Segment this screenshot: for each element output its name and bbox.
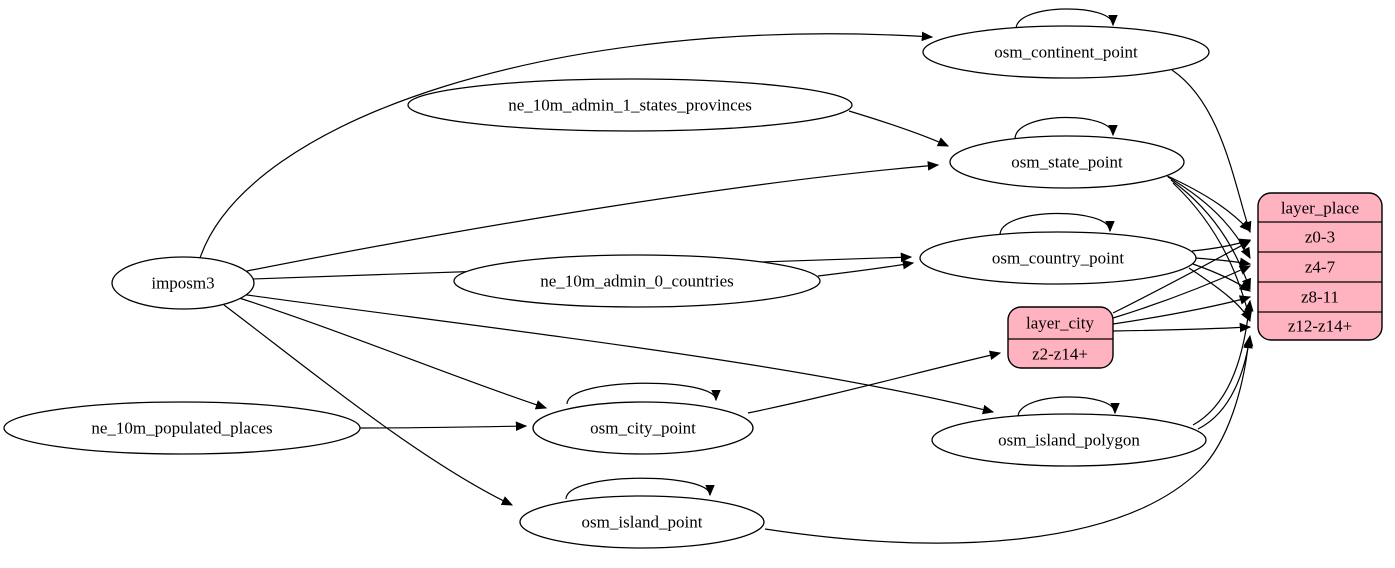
node-osm-state-point: osm_state_point [949, 135, 1185, 189]
osm-country-point-ellipse [919, 231, 1197, 285]
self-loop-osm-state-point [1014, 116, 1118, 140]
edge-imposm3-to-osm-continent-point [199, 31, 934, 259]
layer-place-row-z12-z14: z12-z14+ [1288, 317, 1352, 336]
osm-continent-point-ellipse [922, 25, 1210, 79]
layer-place-title: layer_place [1281, 199, 1359, 218]
layer-place-row-z8-11: z8-11 [1301, 288, 1339, 307]
edge-osm-city-point-to-layer-place-z8-11 [1112, 295, 1252, 325]
node-osm-country-point: osm_country_point [919, 231, 1197, 285]
edges-layer [199, 8, 1254, 544]
edge-imposm3-to-osm-city-point [235, 296, 548, 410]
osm-island-point-label: osm_island_point [582, 513, 703, 532]
edge-osm-country-point-to-layer-place-z4-7 [1194, 257, 1252, 268]
edge-ne-10m-populated-places-to-osm-city-point [359, 421, 528, 431]
edge-osm-island-point-to-layer-place-z12-z14 [764, 336, 1253, 544]
node-osm-city-point: osm_city_point [532, 401, 754, 455]
ne-countries-label: ne_10m_admin_0_countries [540, 272, 734, 291]
edge-osm-city-point-to-layer-place-z0-3 [1112, 240, 1252, 314]
edge-osm-city-point-to-layer-city-z2-z14 [747, 350, 1002, 414]
layer-city-title: layer_city [1026, 314, 1094, 333]
edge-imposm3-to-osm-state-point [246, 161, 940, 272]
node-ne-10m-admin-0-countries: ne_10m_admin_0_countries [453, 254, 821, 308]
osm-state-point-label: osm_state_point [1011, 153, 1123, 172]
ne-states-ellipse [407, 78, 853, 132]
node-ne-10m-populated-places: ne_10m_populated_places [3, 401, 361, 455]
edge-imposm3-to-osm-island-point [223, 304, 514, 506]
node-osm-continent-point: osm_continent_point [922, 25, 1210, 79]
edge-osm-country-point-to-layer-place-z8-11 [1192, 263, 1251, 292]
node-ne-10m-admin-1-states-provinces: ne_10m_admin_1_states_provinces [407, 78, 853, 132]
self-loop-osm-continent-point [1015, 8, 1118, 30]
edge-imposm3-to-osm-island-polygon [239, 293, 995, 415]
edge-ne-10m-admin-0-countries-to-osm-country-point [817, 259, 915, 277]
edge-osm-state-point-to-layer-place-z8-11 [1170, 179, 1251, 291]
edge-osm-city-point-to-layer-place-z4-7 [1112, 265, 1252, 319]
layer-place-row-z0-3: z0-3 [1305, 228, 1335, 247]
ne-places-label: ne_10m_populated_places [91, 419, 272, 438]
osm-country-point-label: osm_country_point [992, 249, 1124, 268]
osm-island-polygon-label: osm_island_polygon [998, 431, 1140, 450]
layer-place-row-z4-7: z4-7 [1305, 258, 1336, 277]
node-osm-island-point: osm_island_point [519, 495, 765, 549]
edge-osm-city-point-to-layer-place-z12-z14 [1112, 322, 1252, 333]
self-loop-osm-country-point [999, 212, 1115, 236]
ne-countries-ellipse [453, 254, 821, 308]
layer-city-box [1007, 306, 1114, 369]
record-layer-city: layer_city z2-z14+ [1007, 306, 1114, 369]
node-imposm3: imposm3 [111, 256, 255, 310]
osm-island-point-ellipse [519, 495, 765, 549]
node-osm-island-polygon: osm_island_polygon [931, 413, 1207, 467]
layer-place-box [1257, 192, 1383, 341]
imposm3-label: imposm3 [151, 274, 214, 293]
self-loop-osm-island-polygon [1017, 396, 1120, 418]
self-loop-osm-island-point [565, 477, 715, 500]
self-loop-osm-city-point [566, 382, 721, 405]
osm-island-polygon-ellipse [931, 413, 1207, 467]
edge-osm-state-point-to-layer-place-z0-3 [1162, 173, 1251, 232]
layer-city-row-z2-z14: z2-z14+ [1032, 345, 1088, 364]
edge-osm-country-point-to-layer-place-z12-z14 [1188, 267, 1251, 323]
edge-osm-state-point-to-layer-place-z4-7 [1167, 176, 1251, 260]
osm-city-point-ellipse [532, 401, 754, 455]
imposm3-ellipse [111, 256, 255, 310]
edge-osm-continent-point-to-layer-place-z0-3 [1171, 69, 1252, 234]
osm-city-point-label: osm_city_point [590, 419, 696, 438]
ne-states-label: ne_10m_admin_1_states_provinces [508, 96, 752, 115]
edge-ne-10m-admin-1-states-provinces-to-osm-state-point [848, 110, 950, 147]
edge-osm-island-polygon-to-layer-place-z8-11 [1192, 299, 1254, 426]
record-layer-place: layer_place z0-3 z4-7 z8-11 z12-z14+ [1257, 192, 1383, 341]
osm-state-point-ellipse [949, 135, 1185, 189]
ne-places-ellipse [3, 401, 361, 455]
osm-continent-point-label: osm_continent_point [994, 43, 1138, 62]
